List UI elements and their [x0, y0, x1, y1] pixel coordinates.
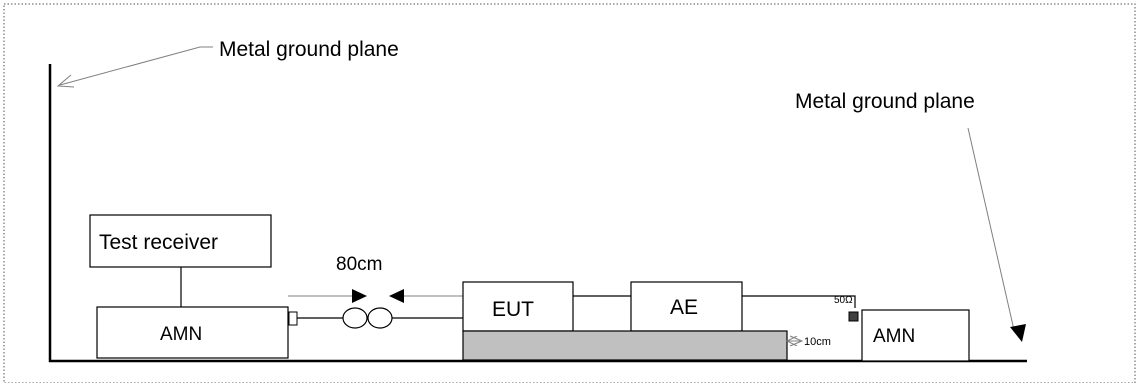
ground-plane-left-label: Metal ground plane	[219, 38, 399, 61]
ground-plane-right-label: Metal ground plane	[795, 90, 975, 113]
amn-left-label: AMN	[160, 324, 202, 345]
ae-amn-cable	[742, 295, 856, 308]
distance-10cm-arrowhead	[789, 335, 804, 347]
cable-bundle-coil-1	[342, 307, 368, 329]
non-conductive-table	[462, 330, 788, 361]
amn-left-port	[288, 311, 298, 326]
ground-plane-left-leader	[59, 46, 213, 86]
eut-label: EUT	[492, 298, 534, 321]
test-receiver-label: Test receiver	[99, 231, 218, 254]
amn-left-box	[96, 306, 289, 359]
dimension-arrow-right	[352, 289, 367, 303]
test-receiver-box	[89, 214, 272, 268]
cable-bundle-coil-2	[367, 307, 393, 329]
ae-label: AE	[670, 296, 698, 319]
termination-50ohm	[848, 311, 859, 322]
distance-10cm-label: 10cm	[804, 336, 831, 348]
ground-plane-right-leader	[967, 127, 1015, 331]
distance-80cm-label: 80cm	[336, 254, 382, 275]
ground-plane-right-arrowhead	[1010, 324, 1026, 342]
ae-box	[630, 281, 743, 332]
dimension-arrow-left	[389, 289, 404, 303]
termination-50ohm-label: 50Ω	[834, 295, 853, 306]
amn-right-label: AMN	[873, 326, 915, 347]
ground-plane-left-arrowhead	[56, 74, 75, 88]
amn-right-box	[861, 309, 970, 362]
